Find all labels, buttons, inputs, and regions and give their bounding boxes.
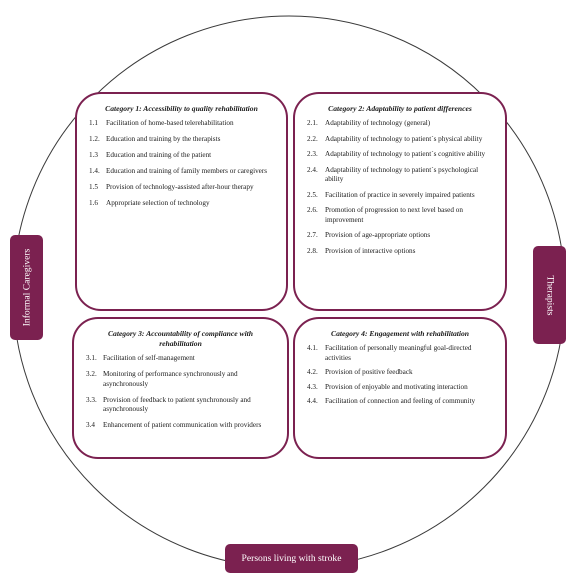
list-item: 1.6 Appropriate selection of technology <box>89 199 274 209</box>
list-item: 3.1. Facilitation of self-management <box>86 354 275 364</box>
category-1-title: Category 1: Accessibility to quality reh… <box>105 104 258 113</box>
list-item: 2.3. Adaptability of technology to patien… <box>307 150 493 160</box>
category-2-box: Category 2: Adaptability to patient diff… <box>293 92 507 311</box>
item-text: Provision of technology-assisted after-h… <box>106 183 254 191</box>
item-number: 2.3. <box>307 150 318 158</box>
item-number: 3.2. <box>86 370 97 378</box>
item-text: Education and training of family members… <box>106 167 268 175</box>
item-text: Facilitation of home-based telerehabilit… <box>106 119 234 127</box>
item-text: Enhancement of patient communication wit… <box>103 421 262 429</box>
item-text: Facilitation of self-management <box>103 354 195 362</box>
item-text: Provision of positive feedback <box>325 368 413 376</box>
item-text: Promotion of progression to next level b… <box>325 206 463 224</box>
item-number: 1.4. <box>89 167 100 175</box>
list-item: 2.2. Adaptability of technology to patien… <box>307 135 493 145</box>
item-number: 4.2. <box>307 368 318 376</box>
persons-living-with-stroke-label: Persons living with stroke <box>225 544 358 573</box>
item-number: 2.7. <box>307 231 318 239</box>
item-number: 1.5 <box>89 183 98 191</box>
list-item: 4.1. Facilitation of personally meaningfu… <box>307 344 493 363</box>
category-4-title: Category 4: Engagement with rehabilitati… <box>331 329 469 338</box>
category-3-title: Category 3: Accountability of compliance… <box>107 329 254 348</box>
item-number: 2.4. <box>307 165 318 174</box>
therapists-text: Therapists <box>544 275 555 315</box>
informal-caregivers-text: Informal Caregivers <box>21 248 32 327</box>
category-4-list: 4.1. Facilitation of personally meaningfu… <box>307 344 493 407</box>
list-item: 2.1. Adaptability of technology (general) <box>307 119 493 129</box>
item-text: Provision of age-appropriate options <box>325 231 431 239</box>
list-item: 1.1 Facilitation of home-based telerehabi… <box>89 119 274 129</box>
item-text: Monitoring of performance synchronously … <box>103 370 238 388</box>
item-text: Appropriate selection of technology <box>106 199 210 207</box>
item-number: 2.1. <box>307 119 318 127</box>
list-item: 3.2. Monitoring of performance synchronou… <box>86 370 275 389</box>
item-text: Adaptability of technology to patient´s … <box>325 150 486 158</box>
list-item: 2.4. Adaptability of technology to patien… <box>307 166 493 185</box>
item-text: Adaptability of technology to patient´s … <box>325 134 483 143</box>
list-item: 4.3. Provision of enjoyable and motivatin… <box>307 383 493 393</box>
item-number: 3.1. <box>86 354 97 362</box>
item-text: Education and training by the therapists <box>106 135 221 143</box>
item-number: 2.2. <box>307 134 318 143</box>
list-item: 1.3 Education and training of the patient <box>89 151 274 161</box>
item-number: 4.3. <box>307 382 318 391</box>
category-2-list: 2.1. Adaptability of technology (general)… <box>307 119 493 256</box>
therapists-label: Therapists <box>533 246 566 344</box>
item-text: Provision of interactive options <box>325 246 416 255</box>
item-number: 4.1. <box>307 344 318 352</box>
category-1-box: Category 1: Accessibility to quality reh… <box>75 92 288 311</box>
list-item: 3.3. Provision of feedback to patient syn… <box>86 396 275 415</box>
list-item: 2.8. Provision of interactive options <box>307 247 493 257</box>
item-number: 1.3 <box>89 151 98 159</box>
list-item: 1.4. Education and training of family mem… <box>89 167 274 177</box>
item-text: Adaptability of technology (general) <box>325 119 431 127</box>
item-number: 2.6. <box>307 206 318 214</box>
category-3-box: Category 3: Accountability of compliance… <box>72 317 289 459</box>
list-item: 1.5 Provision of technology-assisted afte… <box>89 183 274 193</box>
item-number: 1.6 <box>89 199 98 207</box>
category-2-title: Category 2: Adaptability to patient diff… <box>328 104 472 113</box>
item-number: 2.8. <box>307 246 318 255</box>
list-item: 2.5. Facilitation of practice in severely… <box>307 191 493 201</box>
item-text: Facilitation of personally meaningful go… <box>325 344 472 362</box>
category-1-list: 1.1 Facilitation of home-based telerehabi… <box>89 119 274 209</box>
item-text: Facilitation of connection and feeling o… <box>325 397 476 405</box>
item-text: Education and training of the patient <box>106 151 212 159</box>
list-item: 4.2. Provision of positive feedback <box>307 368 493 378</box>
list-item: 2.6. Promotion of progression to next lev… <box>307 206 493 225</box>
item-number: 1.1 <box>89 119 98 127</box>
item-number: 2.5. <box>307 190 318 199</box>
persons-living-with-stroke-text: Persons living with stroke <box>241 553 342 564</box>
item-text: Adaptability of technology to patient´s … <box>325 165 479 184</box>
list-item: 2.7. Provision of age-appropriate options <box>307 231 493 241</box>
informal-caregivers-label: Informal Caregivers <box>10 235 43 340</box>
category-4-box: Category 4: Engagement with rehabilitati… <box>293 317 507 459</box>
item-number: 1.2. <box>89 135 100 143</box>
category-3-list: 3.1. Facilitation of self-management 3.2.… <box>86 354 275 431</box>
item-text: Provision of feedback to patient synchro… <box>103 395 251 414</box>
item-text: Facilitation of practice in severely imp… <box>325 190 475 199</box>
list-item: 1.2. Education and training by the therap… <box>89 135 274 145</box>
list-item: 3.4 Enhancement of patient communication … <box>86 421 275 431</box>
item-number: 4.4. <box>307 397 318 405</box>
item-text: Provision of enjoyable and motivating in… <box>325 382 468 391</box>
item-number: 3.4 <box>86 421 95 429</box>
item-number: 3.3. <box>86 395 97 404</box>
list-item: 4.4. Facilitation of connection and feeli… <box>307 397 493 407</box>
